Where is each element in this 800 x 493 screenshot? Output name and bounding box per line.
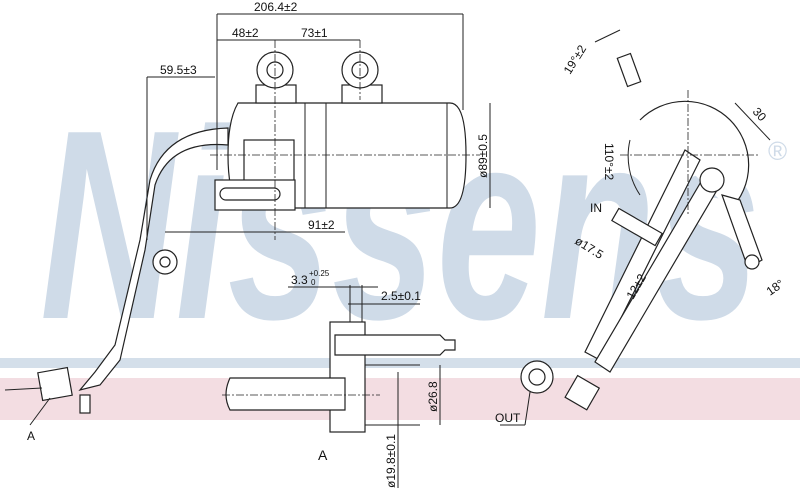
dim-detail-depth-tol-lower: 0 bbox=[311, 278, 316, 287]
watermark-band-pink bbox=[0, 378, 800, 420]
left-pipe bbox=[4, 127, 229, 414]
dim-port-offset-1: 48±2 bbox=[232, 26, 259, 40]
dim-angle-top: 19°±2 bbox=[561, 42, 590, 76]
dim-angle-arc: 110°±2 bbox=[602, 143, 616, 181]
registered-mark: ® bbox=[768, 136, 787, 166]
watermark-band-blue bbox=[0, 358, 800, 368]
dim-detail-depth-tol-upper: +0.25 bbox=[309, 269, 330, 278]
drier-body bbox=[210, 40, 480, 240]
dimension-lines bbox=[29, 13, 531, 488]
dim-port-spacing: 73±1 bbox=[301, 26, 328, 40]
dim-detail-outer-diameter: ø26.8 bbox=[426, 381, 440, 412]
detail-title: A bbox=[318, 447, 328, 463]
inlet-label: IN bbox=[590, 201, 602, 215]
dim-angle-bracket: 18° bbox=[764, 276, 787, 298]
detail-ref-label: A bbox=[27, 429, 35, 443]
detail-a-section bbox=[222, 285, 456, 433]
dim-body-diameter: ø89±0.5 bbox=[476, 134, 490, 178]
dim-detail-width: 2.5±0.1 bbox=[381, 289, 421, 303]
dim-overall-length: 206.4±2 bbox=[254, 0, 298, 14]
dim-bracket-offset: 91±2 bbox=[308, 218, 335, 232]
dim-detail-inner-diameter: ø19.8±0.1 bbox=[384, 434, 398, 488]
dim-pipe-offset: 59.5±3 bbox=[160, 63, 197, 77]
dim-detail-depth: 3.3 bbox=[291, 273, 308, 287]
outlet-label: OUT bbox=[495, 411, 521, 425]
side-view bbox=[520, 29, 771, 411]
